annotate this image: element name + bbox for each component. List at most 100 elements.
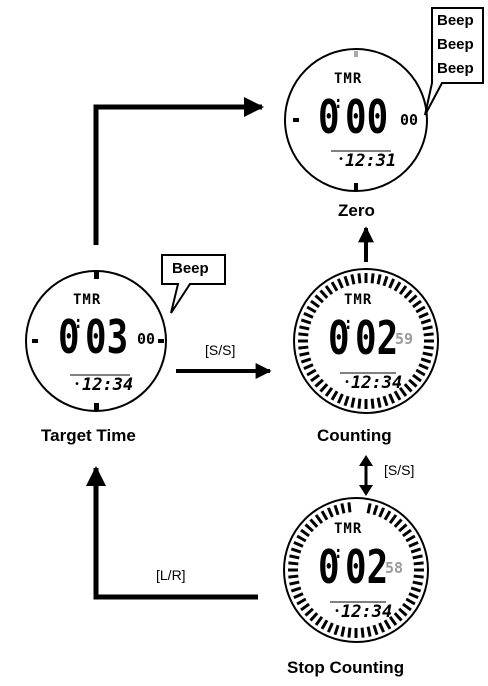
counting-clock: 12:34 <box>351 373 403 393</box>
ring-segment <box>376 274 382 285</box>
ring-segment <box>320 510 329 521</box>
ring-segment <box>408 378 418 388</box>
counting-seconds: 02 <box>355 311 399 365</box>
stop-hundredths: 58 <box>385 559 404 577</box>
ring-segment <box>423 332 434 337</box>
counting-mode-label: TMR <box>344 292 373 308</box>
ring-segment <box>304 607 314 617</box>
ring-segment <box>402 528 412 538</box>
target-colon: : <box>74 312 83 333</box>
ring-segment <box>347 627 352 638</box>
watch-stop <box>283 497 429 643</box>
ring-segment <box>372 624 379 636</box>
ring-segment <box>333 624 340 636</box>
ring-segment <box>388 278 396 289</box>
ring-segment <box>306 305 317 314</box>
ring-segment <box>293 592 304 600</box>
target-beep: Beep <box>172 260 209 277</box>
ring-segment <box>376 397 382 408</box>
ring-segment <box>410 586 422 593</box>
ring-segment <box>388 616 398 626</box>
ring-segment <box>319 289 329 299</box>
ring-segment <box>383 619 392 630</box>
counting-clock-dot: • <box>344 377 351 388</box>
ring-segment <box>370 273 375 284</box>
ring-segment <box>296 597 307 606</box>
ring-segment <box>393 518 403 528</box>
button-label-ss-toggle: [S/S] <box>384 462 415 478</box>
ring-segment <box>314 514 324 524</box>
button-label-ss-start: [S/S] <box>205 342 236 358</box>
ring-segment <box>382 395 389 407</box>
ring-segment <box>378 507 386 518</box>
ring-segment <box>420 357 432 364</box>
ring-segment <box>309 518 319 528</box>
ring-segment <box>288 561 299 566</box>
ring-segment <box>420 318 432 325</box>
ring-segment <box>366 626 372 637</box>
ring-segment <box>372 504 379 516</box>
ring-segment <box>290 586 302 593</box>
ring-segment <box>393 390 402 401</box>
stop-seconds: 02 <box>345 540 389 594</box>
stop-clock-dot: • <box>334 606 341 617</box>
ring-segment <box>418 311 429 319</box>
beep-bubble-target <box>161 254 226 314</box>
ring-segment <box>314 378 324 388</box>
stop-mode-label: TMR <box>334 521 363 537</box>
ring-segment <box>422 325 433 331</box>
zero-mode-label: TMR <box>334 71 363 87</box>
ring-segment <box>326 507 334 518</box>
ring-segment <box>340 503 346 514</box>
ring-segment <box>314 294 324 304</box>
ring-segment <box>293 540 304 548</box>
ring-segment <box>303 311 314 319</box>
ring-segment <box>289 580 300 586</box>
ring-segment <box>350 274 356 285</box>
ring-segment <box>357 398 362 409</box>
target-seconds: 03 <box>85 310 129 364</box>
segment-ring-stop <box>288 502 424 638</box>
ring-segment <box>413 574 424 579</box>
target-hundredths: 00 <box>137 330 156 348</box>
ring-segment <box>357 273 362 284</box>
ring-segment <box>290 547 302 554</box>
ring-segment <box>330 390 339 401</box>
state-label-zero: Zero <box>338 201 375 220</box>
zero-minutes: 0 <box>318 90 340 144</box>
ring-segment <box>366 503 372 514</box>
counting-minutes: 0 <box>328 311 350 365</box>
zero-beep-1: Beep <box>437 12 474 29</box>
ring-segment <box>388 514 398 524</box>
ring-segment <box>398 523 408 533</box>
arrow-stop-to-target <box>86 466 258 600</box>
button-label-lr: [L/R] <box>156 567 186 583</box>
zero-clock: 12:31 <box>345 151 397 171</box>
zero-clock-dot: • <box>338 154 345 165</box>
ring-segment <box>300 528 310 538</box>
ring-segment <box>408 540 419 548</box>
ring-segment <box>393 281 402 292</box>
ring-segment <box>299 351 310 357</box>
zero-beep-3: Beep <box>437 60 474 77</box>
ring-segment <box>415 368 426 377</box>
ring-segment <box>403 289 413 299</box>
ring-segment <box>370 398 375 409</box>
ring-segment <box>300 602 310 612</box>
ring-segment <box>303 363 314 371</box>
ring-segment <box>310 373 320 383</box>
ring-segment <box>398 387 408 397</box>
state-label-stop: Stop Counting <box>287 658 405 677</box>
zero-hundredths: 00 <box>400 111 419 129</box>
state-label-counting: Counting <box>317 426 392 445</box>
counting-colon: : <box>344 313 353 334</box>
ring-segment <box>300 357 312 364</box>
ring-segment <box>300 318 312 325</box>
ring-segment <box>343 275 350 287</box>
ring-segment <box>299 325 310 331</box>
ring-segment <box>398 285 408 295</box>
ring-segment <box>405 534 416 543</box>
stop-minutes: 0 <box>318 540 340 594</box>
ring-segment <box>298 332 309 337</box>
ring-segment <box>415 305 426 314</box>
